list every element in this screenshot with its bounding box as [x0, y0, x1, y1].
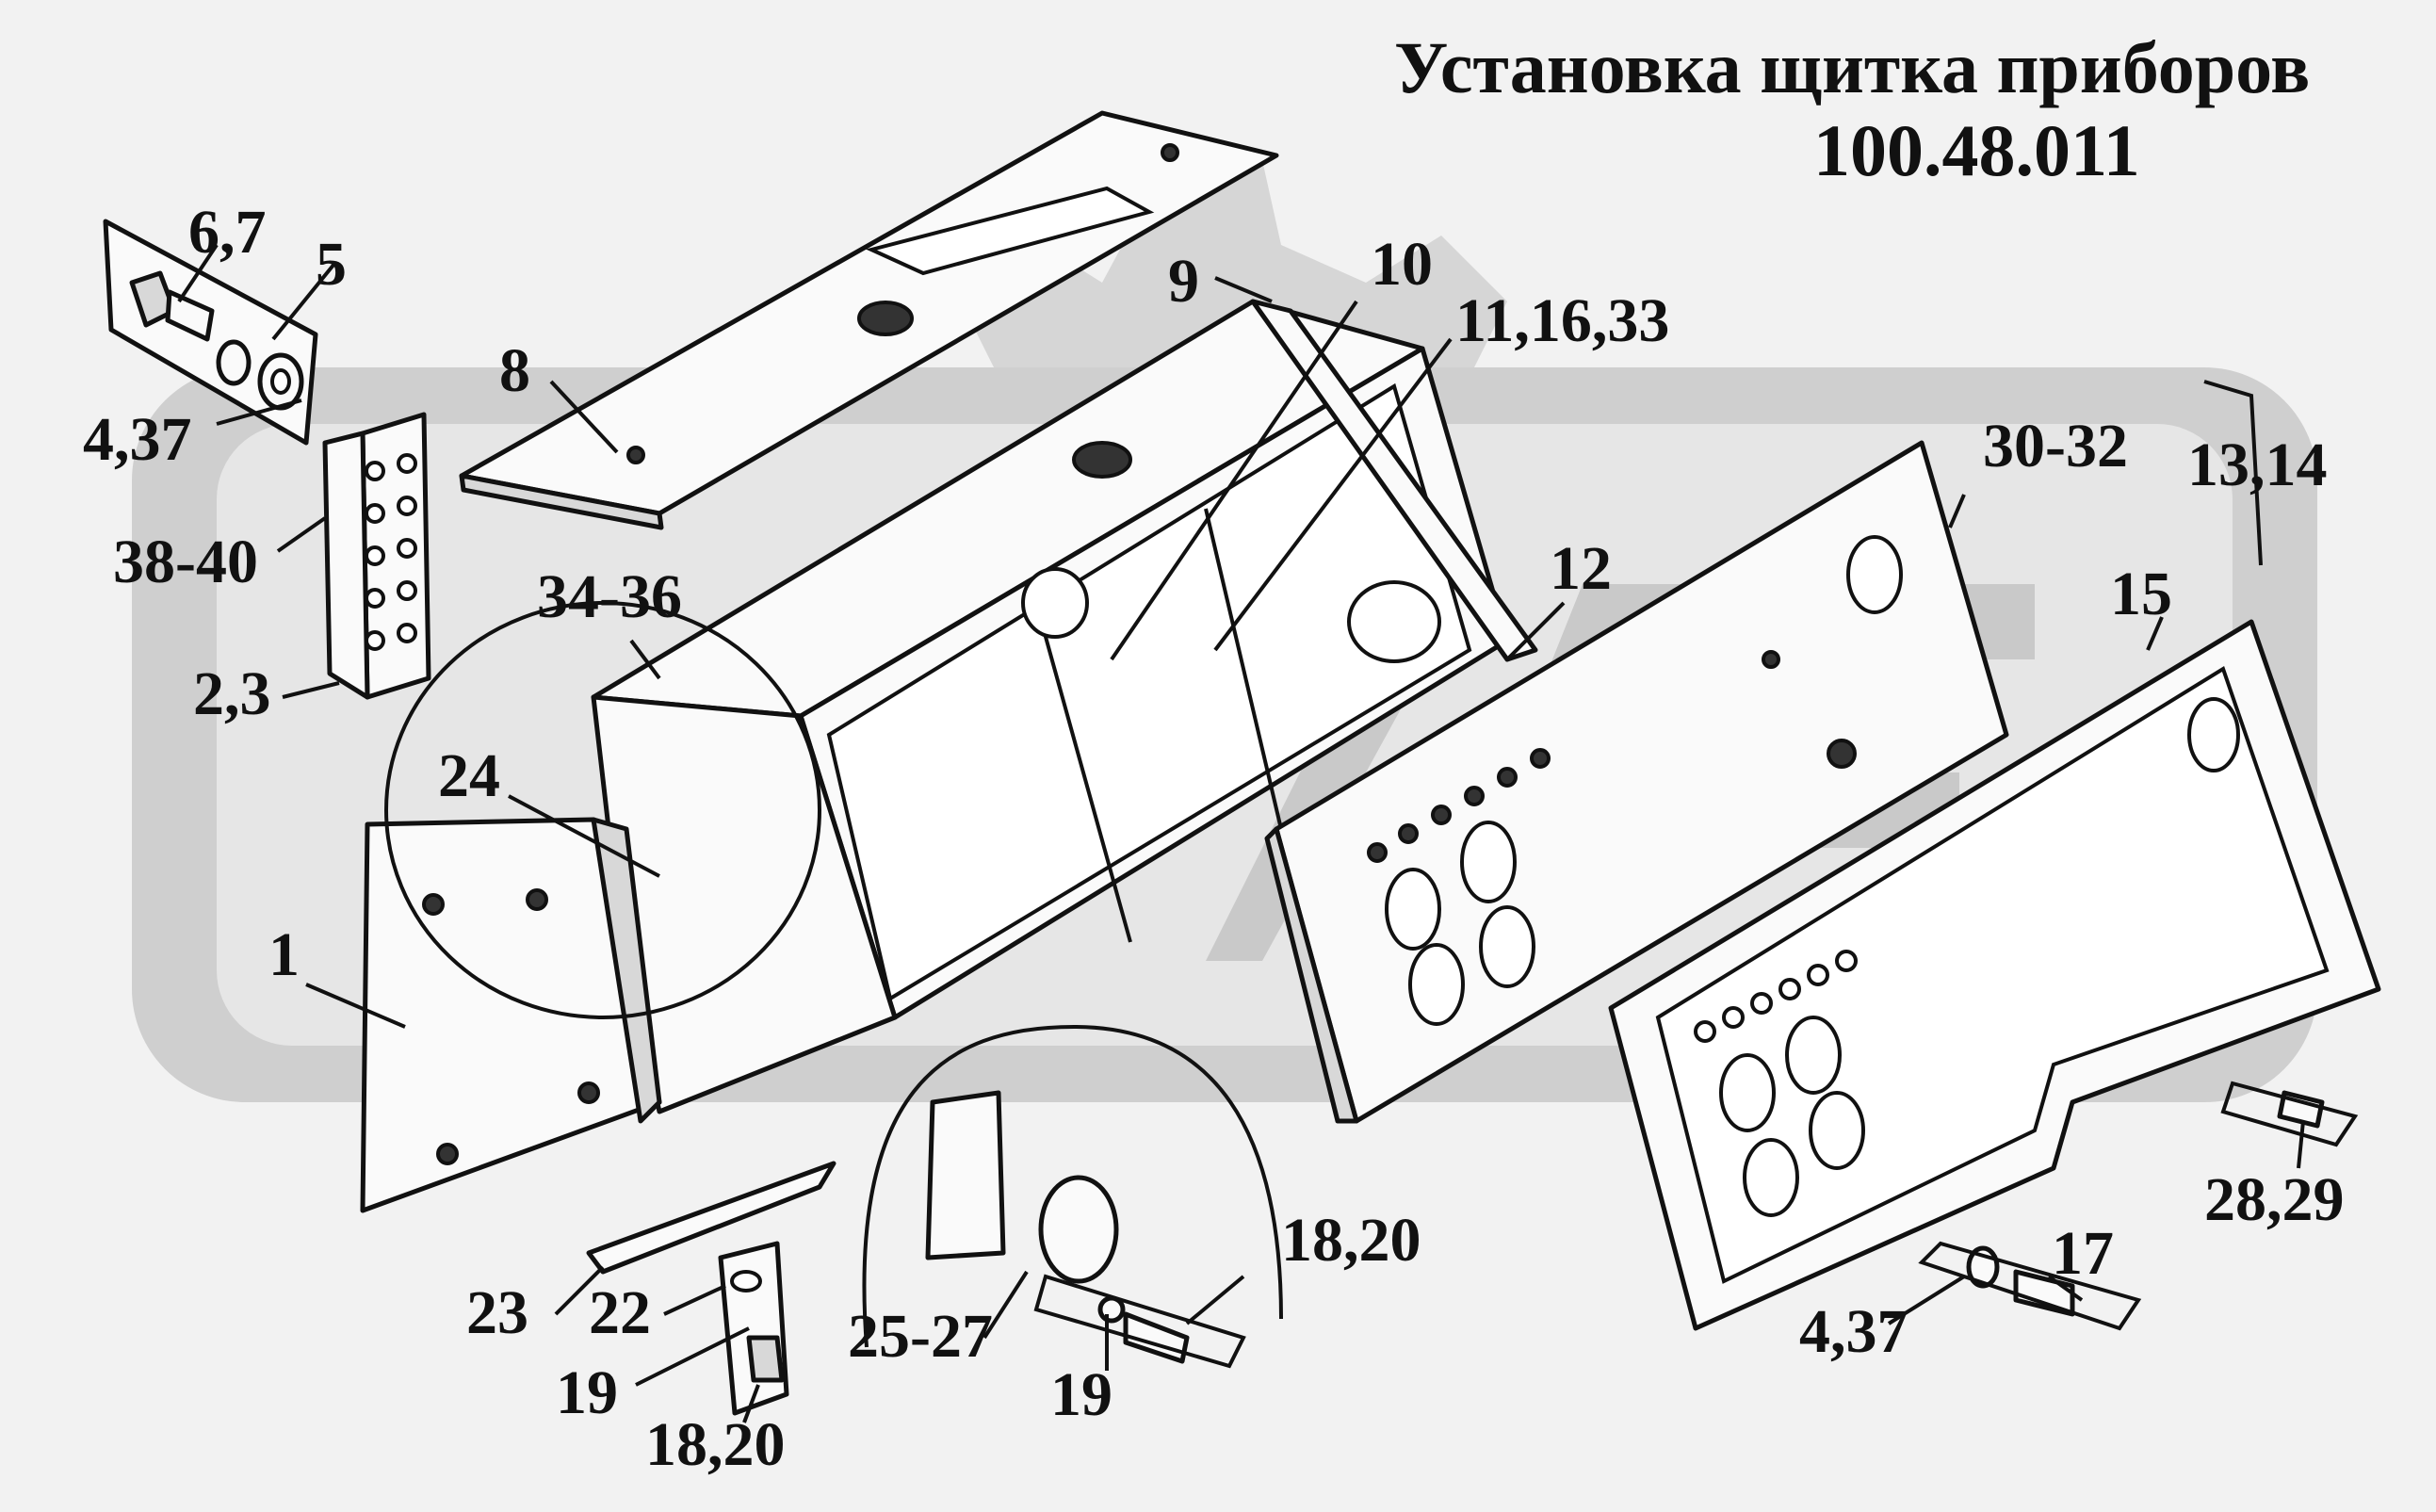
leader-lines	[177, 243, 2305, 1423]
callout-34-36: 34-36	[537, 562, 682, 631]
diagram-title: Установка щитка приборов	[1394, 26, 2310, 108]
callout-15: 15	[2110, 560, 2172, 628]
callout-9: 9	[1168, 247, 1199, 316]
callout-8: 8	[499, 336, 530, 405]
instrument-panel-12	[1264, 440, 2009, 1124]
main-housing-part	[591, 299, 1538, 1114]
callout-23: 23	[466, 1278, 528, 1347]
fasteners-lower	[586, 1024, 2359, 1416]
diagram-number: 100.48.011	[1813, 109, 2140, 191]
callout-18-20-left: 18,20	[645, 1410, 786, 1479]
callout-18-20-right: 18,20	[1281, 1206, 1421, 1275]
outer-bezel-15	[1608, 619, 2381, 1331]
detail-ellipse-34-36	[384, 601, 821, 1019]
side-panel-part	[360, 817, 662, 1213]
callout-28-29: 28,29	[2204, 1165, 2345, 1234]
bracket-plate	[322, 412, 431, 700]
callout-2-3: 2,3	[193, 659, 271, 728]
callout-19-right: 19	[1050, 1360, 1112, 1429]
callout-5: 5	[316, 230, 347, 299]
callout-30-32: 30-32	[1983, 412, 2128, 480]
callout-13-14: 13,14	[2187, 431, 2328, 499]
callout-22: 22	[589, 1278, 651, 1347]
callout-17: 17	[2052, 1219, 2114, 1288]
callout-labels: 6,7 5 4,37 38-40 2,3 8 9 10 11,16,33 34-…	[83, 198, 2345, 1479]
bolt-and-washer	[103, 219, 318, 446]
callout-19-left: 19	[556, 1358, 618, 1427]
callout-10: 10	[1371, 230, 1433, 299]
callout-11-16-33: 11,16,33	[1455, 286, 1669, 355]
top-cover-part	[459, 110, 1279, 530]
callout-4-37-bottom: 4,37	[1799, 1297, 1908, 1366]
callout-6-7: 6,7	[188, 198, 267, 267]
callout-1: 1	[268, 920, 300, 989]
callout-4-37-top: 4,37	[83, 405, 192, 474]
callout-12: 12	[1550, 534, 1612, 603]
callout-24: 24	[438, 741, 500, 810]
callout-38-40: 38-40	[113, 528, 258, 596]
callout-25-27: 25-27	[848, 1302, 993, 1371]
